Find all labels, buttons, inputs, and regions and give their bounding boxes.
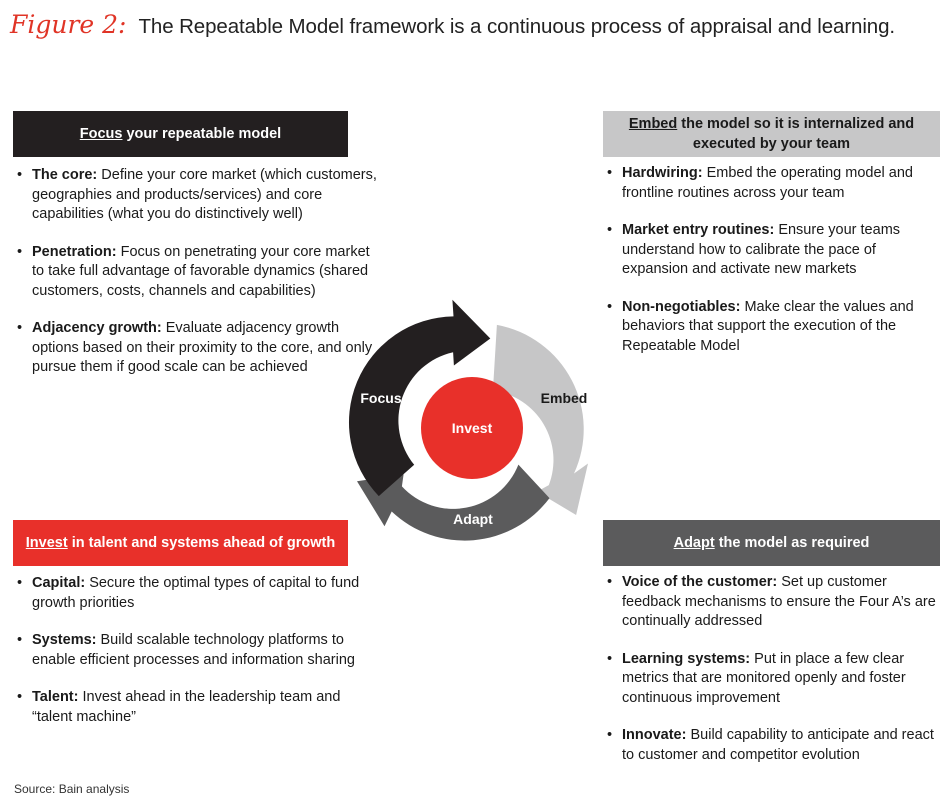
- figure-title-text: The Repeatable Model framework is a cont…: [138, 15, 895, 38]
- invest-item-systems-term: Systems:: [32, 632, 97, 648]
- cycle-label-invest: Invest: [452, 420, 493, 436]
- focus-item-adjacency-term: Adjacency growth:: [32, 320, 162, 336]
- adapt-header-rest: the model as required: [714, 535, 870, 551]
- figure-title: Figure 2: The Repeatable Model framework …: [10, 10, 895, 39]
- invest-header-key: Invest: [25, 535, 68, 551]
- embed-item-hardwiring: Hardwiring: Embed the operating model an…: [604, 164, 939, 203]
- adapt-item-learning-term: Learning systems:: [622, 650, 751, 667]
- embed-item-hardwiring-text: Embed the operating model and frontline …: [622, 165, 913, 201]
- adapt-item-innovate: Innovate: Build capability to anticipate…: [604, 726, 944, 765]
- adapt-item-voice-text: Set up customer feedback mechanisms to e…: [622, 574, 936, 629]
- embed-item-market-entry-term: Market entry routines:: [622, 222, 775, 238]
- invest-item-systems: Systems: Build scalable technology platf…: [14, 631, 374, 670]
- focus-header-rest: your repeatable model: [122, 126, 282, 142]
- embed-header-key: Embed: [628, 116, 678, 132]
- invest-item-talent: Talent: Invest ahead in the leadership t…: [14, 688, 374, 727]
- focus-item-adjacency-text: Evaluate adjacency growth options based …: [32, 320, 373, 375]
- invest-item-talent-text: Invest ahead in the leadership team and …: [32, 689, 341, 725]
- focus-arrow: [348, 299, 491, 497]
- invest-item-capital-term: Capital:: [32, 575, 86, 591]
- cycle-label-embed: Embed: [541, 390, 588, 406]
- adapt-item-voice: Voice of the customer: Set up customer f…: [604, 573, 944, 632]
- cycle-diagram: Invest Focus Embed Adapt: [348, 299, 588, 541]
- embed-item-non-negotiables-term: Non-negotiables:: [622, 298, 741, 315]
- invest-item-capital: Capital: Secure the optimal types of cap…: [14, 574, 374, 613]
- focus-item-core-term: The core:: [32, 167, 98, 183]
- focus-item-penetration: Penetration: Focus on penetrating your c…: [14, 243, 384, 302]
- embed-header-rest: the model so it is internalized and exec…: [677, 116, 915, 152]
- focus-item-penetration-term: Penetration:: [32, 243, 117, 260]
- embed-box-header: Embed the model so it is internalized an…: [603, 111, 940, 157]
- focus-box-header: Focus your repeatable model: [13, 111, 348, 157]
- embed-item-hardwiring-term: Hardwiring:: [622, 165, 703, 181]
- embed-arrow: [492, 324, 588, 515]
- adapt-item-innovate-text: Build capability to anticipate and react…: [622, 727, 934, 763]
- adapt-header-key: Adapt: [673, 535, 715, 551]
- adapt-item-voice-term: Voice of the customer:: [622, 574, 778, 590]
- embed-item-market-entry: Market entry routines: Ensure your teams…: [604, 221, 939, 280]
- figure-label: Figure 2:: [10, 10, 127, 39]
- embed-item-non-negotiables-text: Make clear the values and behaviors that…: [622, 298, 914, 354]
- focus-item-core: The core: Define your core market (which…: [14, 166, 384, 225]
- embed-item-market-entry-text: Ensure your teams understand how to cali…: [622, 222, 901, 277]
- adapt-bullet-list: Voice of the customer: Set up customer f…: [604, 573, 944, 783]
- focus-item-adjacency: Adjacency growth: Evaluate adjacency gro…: [14, 319, 384, 378]
- invest-item-talent-term: Talent:: [32, 689, 79, 705]
- invest-center-circle: [421, 377, 523, 479]
- adapt-item-learning: Learning systems: Put in place a few cle…: [604, 650, 944, 709]
- invest-item-systems-text: Build scalable technology platforms to e…: [32, 632, 355, 668]
- focus-item-penetration-text: Focus on penetrating your core market to…: [32, 243, 370, 299]
- focus-item-core-text: Define your core market (which customers…: [32, 167, 377, 222]
- invest-header-rest: in talent and systems ahead of growth: [67, 535, 336, 551]
- invest-bullet-list: Capital: Secure the optimal types of cap…: [14, 574, 374, 745]
- adapt-arrow: [357, 464, 550, 541]
- focus-header-key: Focus: [79, 126, 123, 142]
- source-note: Source: Bain analysis: [14, 782, 130, 796]
- adapt-box-header: Adapt the model as required: [603, 520, 940, 566]
- embed-bullet-list: Hardwiring: Embed the operating model an…: [604, 164, 939, 374]
- adapt-item-learning-text: Put in place a few clear metrics that ar…: [622, 650, 906, 706]
- cycle-label-focus: Focus: [360, 390, 401, 406]
- embed-item-non-negotiables: Non-negotiables: Make clear the values a…: [604, 298, 939, 357]
- invest-box-header: Invest in talent and systems ahead of gr…: [13, 520, 348, 566]
- focus-bullet-list: The core: Define your core market (which…: [14, 166, 384, 396]
- adapt-item-innovate-term: Innovate:: [622, 727, 687, 743]
- invest-item-capital-text: Secure the optimal types of capital to f…: [32, 575, 360, 611]
- cycle-label-adapt: Adapt: [453, 511, 493, 527]
